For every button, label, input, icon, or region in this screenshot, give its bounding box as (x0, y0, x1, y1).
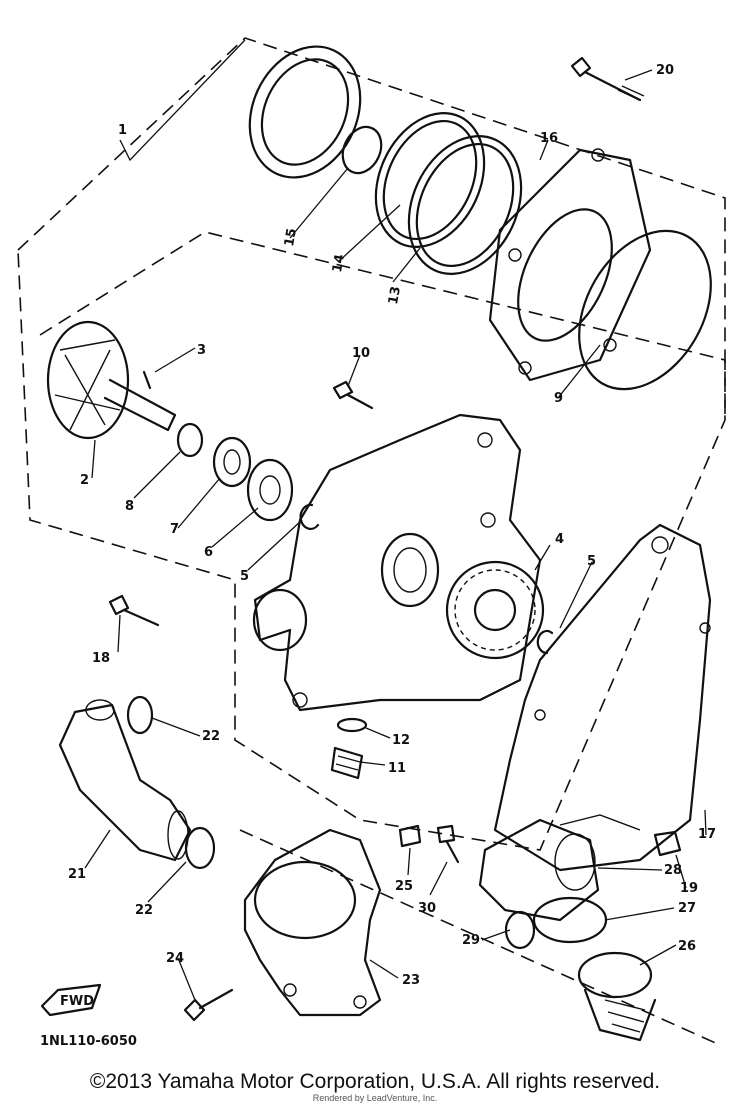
gasket-27-part (532, 896, 608, 944)
callout-22a: 22 (202, 729, 220, 744)
rendered-by-credit: Rendered by LeadVenture, Inc. (312, 1093, 438, 1103)
thermostat-housing-part (243, 828, 382, 1017)
callout-17: 17 (698, 827, 716, 842)
callout-1: 1 (118, 123, 127, 138)
callout-9: 9 (554, 391, 563, 406)
plug-25-part (398, 824, 422, 848)
leader-lines (84, 39, 707, 1001)
callout-25: 25 (395, 879, 413, 894)
callout-8: 8 (125, 499, 134, 514)
callout-4: 4 (555, 532, 564, 547)
callout-28: 28 (664, 863, 682, 878)
gasket-part (493, 523, 712, 872)
callout-16: 16 (540, 131, 558, 146)
long-bolt-part (570, 56, 645, 102)
callout-29: 29 (462, 933, 480, 948)
bolt-18-part (108, 594, 160, 627)
pump-housing-part (252, 413, 542, 712)
o-ring-part (578, 229, 712, 391)
callout-11: 11 (388, 761, 406, 776)
o-ring-12-part (336, 717, 368, 733)
fwd-arrow-icon (40, 983, 102, 1017)
mechanical-seal-rings (374, 112, 523, 275)
callout-3: 3 (197, 343, 206, 358)
callout-10: 10 (352, 346, 370, 361)
callout-30: 30 (418, 901, 436, 916)
callout-20: 20 (656, 63, 674, 78)
thermostat-part (577, 951, 657, 1042)
impeller-part (46, 320, 177, 440)
callout-12: 12 (392, 733, 410, 748)
sub-boundary (39, 231, 726, 420)
short-bolt-10-part (332, 380, 374, 410)
circlip-2-part (536, 629, 554, 655)
bearing-7-part (212, 436, 252, 488)
thermostat-cover-part (478, 818, 600, 922)
callout-2: 2 (80, 473, 89, 488)
callout-6: 6 (204, 545, 213, 560)
callout-19: 19 (680, 881, 698, 896)
pump-cover-part (488, 148, 652, 382)
callout-5b: 5 (587, 554, 596, 569)
callout-23: 23 (402, 973, 420, 988)
o-ring-22a-part (126, 695, 154, 735)
oil-seal-small-part (176, 422, 204, 458)
callout-15: 15 (282, 227, 300, 247)
drawing-code: 1NL110-6050 (40, 1034, 137, 1049)
copyright-notice: ©2013 Yamaha Motor Corporation, U.S.A. A… (89, 1070, 661, 1093)
plug-19-part (653, 830, 682, 857)
fwd-label: FWD (60, 994, 94, 1009)
bolt-24-part (183, 988, 234, 1022)
callout-24: 24 (166, 951, 184, 966)
callout-14: 14 (330, 253, 348, 273)
bolt-30-part (436, 824, 460, 864)
callout-18: 18 (92, 651, 110, 666)
bearing-6-part (246, 458, 294, 522)
circlip-part (299, 503, 320, 530)
callout-21: 21 (68, 867, 86, 882)
seal-disc-part (341, 125, 383, 175)
o-ring-22b-part (184, 826, 216, 870)
callout-26: 26 (678, 939, 696, 954)
drive-gear-part (445, 560, 545, 660)
callout-5a: 5 (240, 569, 249, 584)
callout-22b: 22 (135, 903, 153, 918)
callout-27: 27 (678, 901, 696, 916)
o-ring-29-part (504, 910, 536, 950)
seal-ring-part (248, 45, 362, 179)
callout-7: 7 (170, 522, 179, 537)
callout-13: 13 (386, 285, 404, 305)
assembly-boundary (17, 37, 726, 851)
callout-labels: 1 2 3 4 5 5 6 7 8 9 10 11 12 13 14 15 16… (68, 63, 716, 988)
pin-part (142, 370, 152, 390)
elbow-pipe-part (58, 699, 192, 862)
drain-plug-part (330, 746, 364, 780)
